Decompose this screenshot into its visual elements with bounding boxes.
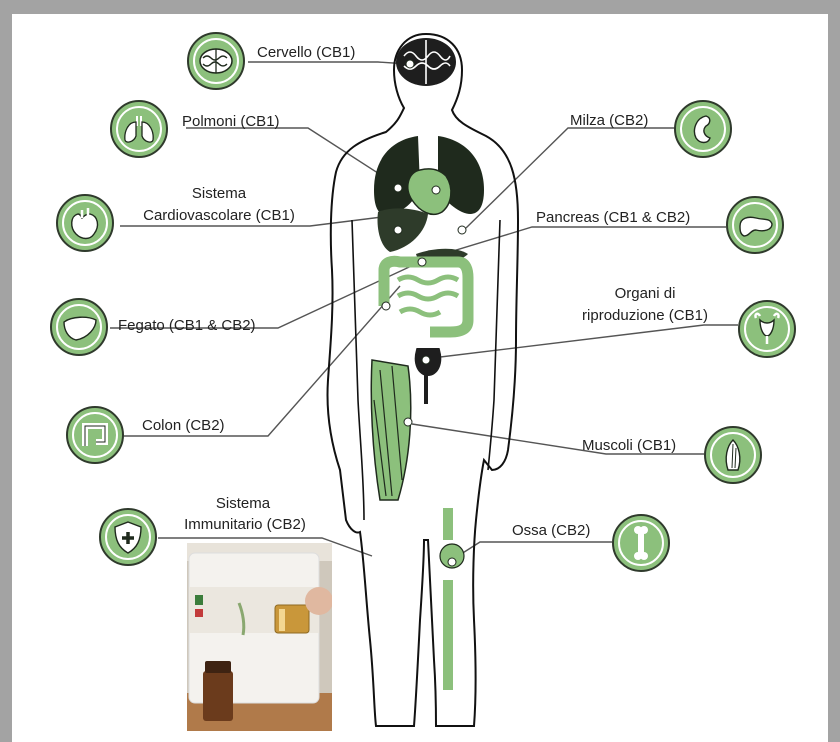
heart-badge (56, 194, 114, 252)
muscle-fibres (373, 365, 403, 497)
body-outline (326, 32, 520, 727)
label-immuno-line2: Immunitario (CB2) (184, 516, 306, 533)
liver-badge (50, 298, 108, 356)
organ-markers (381, 59, 467, 567)
brain-icon (199, 48, 233, 74)
reproductive-badge (738, 300, 796, 358)
trachea (423, 130, 429, 160)
colon-icon (82, 423, 108, 446)
label-pancreas: Pancreas (CB1 & CB2) (536, 209, 691, 226)
label-muscoli: Muscoli (CB1) (582, 437, 677, 454)
intestine (396, 274, 460, 318)
leader-lines (96, 61, 738, 557)
bone-icon (634, 526, 648, 560)
product-photo-drawing (187, 543, 332, 731)
lungs-icon (124, 116, 154, 143)
arm-inner-left (351, 219, 365, 521)
lungs-badge (110, 100, 168, 158)
reproductive-shape (414, 348, 442, 404)
heart-shape (407, 168, 452, 216)
label-polmoni: Polmoni (CB1) (182, 113, 280, 130)
label-organi-line1: Organi di (614, 285, 676, 302)
label-cardio-line1: Sistema (191, 185, 247, 202)
product-photo (187, 543, 332, 731)
label-colon: Colon (CB2) (142, 417, 225, 434)
arm-inner-right (487, 219, 501, 471)
brain-badge (187, 32, 245, 90)
bone-badge (612, 514, 670, 572)
colon-shape (378, 255, 474, 338)
colon-badge (66, 406, 124, 464)
label-milza: Milza (CB2) (570, 112, 649, 129)
shield-cross-icon (114, 521, 142, 554)
muscle-icon (725, 439, 741, 471)
knee-joint (439, 543, 465, 569)
muscle-badge (704, 426, 762, 484)
label-cardio-line2: Cardiovascolare (CB1) (143, 207, 295, 224)
heart-icon (71, 208, 99, 240)
reproductive-organs-icon (754, 312, 780, 344)
pancreas-icon (739, 216, 773, 237)
label-fegato: Fegato (CB1 & CB2) (118, 317, 256, 334)
brain-folds (403, 40, 451, 84)
immune-badge (99, 508, 157, 566)
label-cervello: Cervello (CB1) (257, 44, 356, 61)
spleen-badge (674, 100, 732, 158)
liver-shape (377, 208, 428, 252)
label-immuno-line1: Sistema (215, 495, 271, 512)
label-organi-line2: riproduzione (CB1) (582, 307, 708, 324)
lung-left-shape (374, 136, 420, 215)
pancreas-badge (726, 196, 784, 254)
spleen-icon (693, 115, 711, 144)
label-ossa: Ossa (CB2) (512, 522, 591, 539)
liver-icon (63, 316, 97, 341)
